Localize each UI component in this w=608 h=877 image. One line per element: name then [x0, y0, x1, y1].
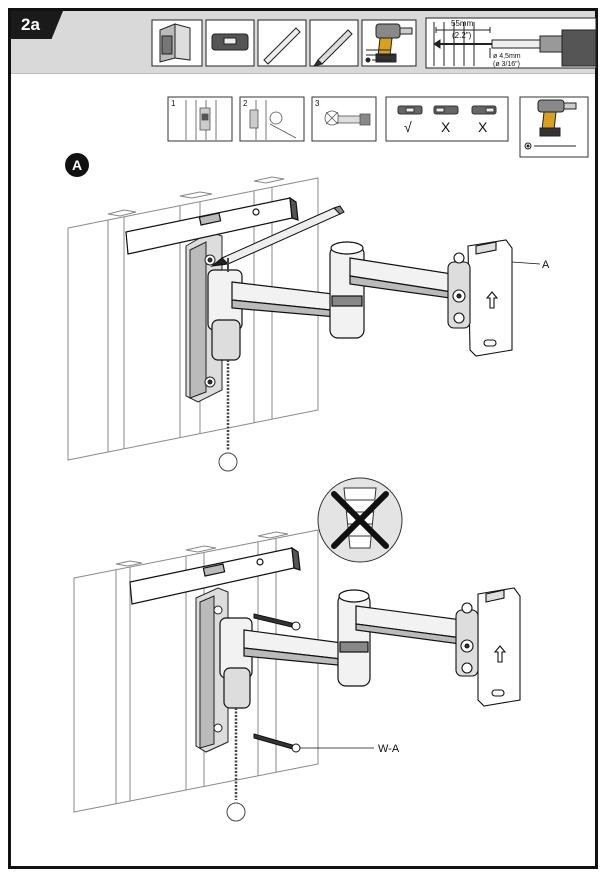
level-bad-mark-2: X [478, 119, 488, 135]
drill-bit-imperial-label: (ø 3/16") [493, 61, 520, 68]
step-number-tab: 2a [11, 11, 63, 39]
drill-depth-imperial-label: (2.2") [452, 31, 472, 40]
no-wall-anchor-warning [317, 477, 403, 563]
page-frame [8, 8, 598, 869]
plate-callout-label: A [542, 259, 550, 271]
substep-2-number: 2 [243, 99, 248, 108]
drill-depth-label: 55mm [451, 19, 474, 28]
figure-label: A [72, 157, 82, 173]
level-check-panel [385, 96, 509, 142]
substep-3-number: 3 [315, 99, 320, 108]
figure-label-badge: A [65, 153, 89, 177]
screw-callout-label: W-A [378, 743, 400, 755]
drill-bit-size-label: ø 4,5mm [493, 53, 521, 60]
pencil-icon [309, 19, 359, 67]
substep-1-number: 1 [171, 99, 176, 108]
level-ok-mark: √ [404, 119, 412, 135]
level-bad-mark-1: X [441, 119, 451, 135]
step-number: 2a [21, 15, 40, 34]
